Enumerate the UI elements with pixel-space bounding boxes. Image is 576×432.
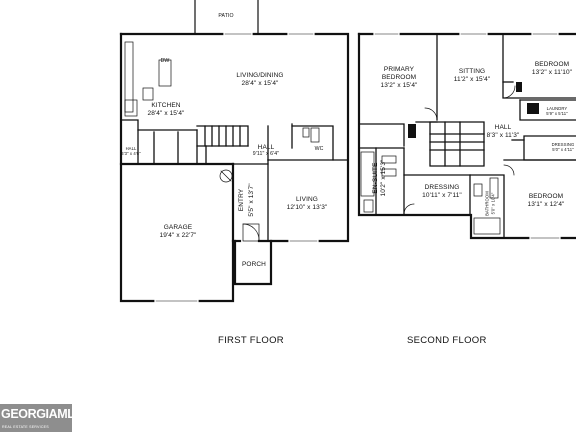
patio-outline bbox=[194, 0, 259, 35]
primary-bedroom-size: 13'2" x 15'4" bbox=[380, 82, 418, 89]
georgia-mls-logo: GEORGIAMLS REAL ESTATE SERVICES bbox=[0, 404, 83, 432]
bathroom-name: BATHROOM bbox=[484, 191, 490, 216]
first-floor-title: FIRST FLOOR bbox=[218, 335, 284, 346]
living-dining-name: LIVING/DINING bbox=[236, 72, 284, 79]
dressing-size: 10'11" x 7'11" bbox=[422, 192, 462, 199]
kitchen-size: 28'4" x 15'4" bbox=[147, 110, 185, 117]
small-dressing-label: DRESSING 5'0" x 4'11" bbox=[551, 142, 575, 152]
en-suite-size: 10'2" x 15'3" bbox=[380, 159, 387, 197]
second-floor-title: SECOND FLOOR bbox=[407, 335, 487, 346]
second-floor-fixtures bbox=[360, 85, 516, 235]
hall-size: 9'11" x 6'4" bbox=[252, 151, 280, 157]
small-hall-label: HALL 3'3" x 4'6" bbox=[121, 146, 141, 156]
laundry-label: LAUNDRY 5'9" x 5'11" bbox=[546, 106, 568, 116]
entry-name: ENTRY bbox=[238, 188, 245, 212]
kitchen-name: KITCHEN bbox=[151, 102, 181, 109]
logo-tagline: REAL ESTATE SERVICES bbox=[2, 425, 49, 429]
upper-hall-name: HALL bbox=[494, 124, 512, 131]
entry-size: 5'5" x 13'7" bbox=[248, 183, 255, 217]
sitting-size: 11'2" x 15'4" bbox=[453, 76, 491, 83]
first-floor-interior-walls bbox=[120, 119, 349, 242]
living-name: LIVING bbox=[296, 196, 318, 203]
wc-label: WC bbox=[314, 146, 324, 152]
en-suite-name: EN-SUITE bbox=[372, 162, 379, 194]
upper-hall-size: 8'3" x 11'3" bbox=[486, 132, 520, 139]
living-size: 12'10" x 13'3" bbox=[286, 204, 328, 211]
bedroom-bottom-name: BEDROOM bbox=[528, 193, 564, 200]
logo-brand: GEORGIAMLS bbox=[1, 407, 83, 421]
hall-name: HALL bbox=[257, 144, 275, 151]
dressing-name: DRESSING bbox=[424, 184, 460, 191]
patio-label: PATIO bbox=[218, 13, 234, 19]
bedroom-bottom-size: 13'1" x 12'4" bbox=[527, 201, 565, 208]
garage-size: 19'4" x 22'7" bbox=[159, 232, 197, 239]
first-floor-fixtures bbox=[124, 41, 320, 242]
porch-label: PORCH bbox=[242, 261, 266, 268]
dishwasher-label: DW bbox=[160, 58, 170, 64]
sitting-name: SITTING bbox=[458, 68, 486, 75]
garage-name: GARAGE bbox=[163, 224, 193, 231]
bathroom-size: 5'0" x 10'4" bbox=[490, 192, 496, 215]
bedroom-top-size: 13'2" x 11'10" bbox=[531, 69, 573, 76]
primary-bedroom-name: PRIMARY BEDROOM bbox=[381, 66, 417, 81]
living-dining-size: 28'4" x 15'4" bbox=[241, 80, 279, 87]
bedroom-top-name: BEDROOM bbox=[534, 61, 570, 68]
